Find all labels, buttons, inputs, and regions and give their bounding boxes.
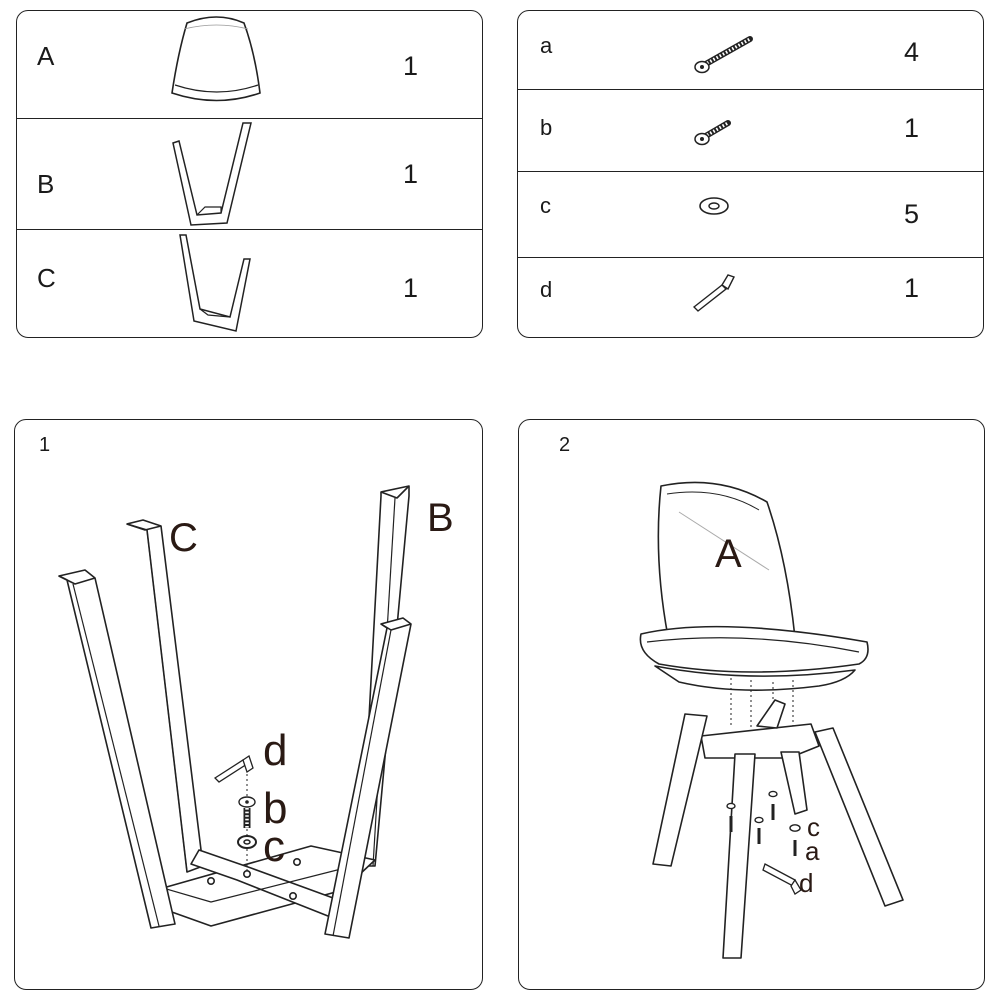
parts-list-panel: A 1 B 1 C 1	[16, 10, 483, 338]
part-quantity: 1	[403, 159, 419, 189]
hardware-list-panel: a 4 b 1 c 5 d 1	[517, 10, 984, 338]
step-number: 1	[39, 434, 51, 456]
long-bolt-icon	[694, 36, 753, 74]
chair-assembly	[639, 481, 904, 959]
hardware-row-divider	[518, 89, 983, 90]
hardware-row-divider	[518, 257, 983, 258]
hardware-letter: d	[540, 277, 553, 302]
hardware-row-divider	[518, 171, 983, 172]
seat-shell-icon	[171, 16, 261, 102]
hardware-letter: b	[540, 115, 553, 140]
step1-label-c-leg: C	[169, 516, 198, 560]
hardware-letter: c	[540, 193, 551, 218]
hardware-quantity: 1	[904, 113, 920, 143]
part-letter: B	[37, 169, 55, 199]
step2-label-washer: c	[807, 812, 820, 842]
part-letter: A	[37, 41, 55, 71]
allen-key-icon	[692, 274, 735, 312]
step-2-panel: 2	[518, 419, 985, 990]
part-letter: C	[37, 263, 56, 293]
step1-label-bolt: b	[263, 784, 288, 833]
step-number: 2	[559, 434, 571, 456]
washer-icon	[699, 197, 729, 215]
step2-label-bolt: a	[805, 836, 820, 866]
leg-frame-b-icon	[172, 122, 252, 226]
part-quantity: 1	[403, 273, 419, 303]
step2-label-allen-key: d	[799, 868, 814, 898]
hardware-quantity: 4	[904, 37, 920, 67]
step1-label-washer: c	[263, 822, 285, 871]
parts-row-divider	[17, 118, 482, 119]
leg-frame-assembly	[58, 485, 412, 939]
step2-label-seat: A	[715, 532, 742, 576]
step-1-panel: 1	[14, 419, 483, 990]
parts-row-divider	[17, 229, 482, 230]
leg-frame-c-icon	[179, 234, 251, 332]
step1-label-allen-key: d	[263, 726, 288, 775]
step1-label-b-leg: B	[427, 496, 454, 540]
hardware-letter: a	[540, 33, 553, 58]
short-bolt-icon	[694, 120, 731, 146]
hardware-quantity: 5	[904, 199, 920, 229]
hardware-quantity: 1	[904, 273, 920, 303]
part-quantity: 1	[403, 51, 419, 81]
